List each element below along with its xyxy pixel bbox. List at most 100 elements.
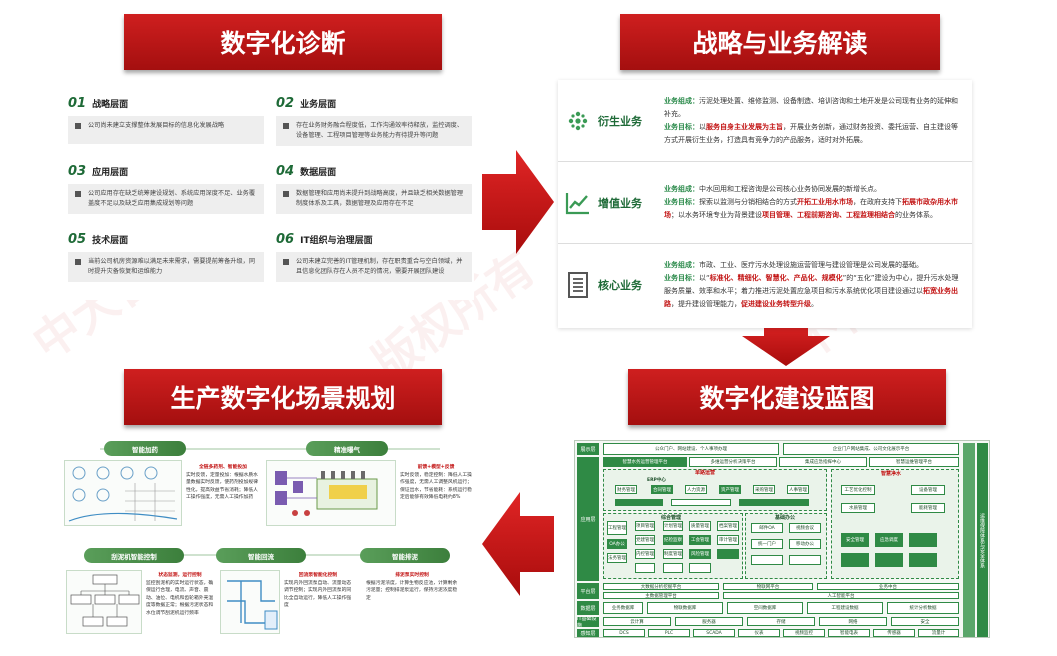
title-diagnosis: 数字化诊断: [124, 14, 442, 70]
strategy-highlight: 项目管理、工程前期咨询、工程监理相结合: [762, 211, 895, 219]
scenario-head: 精准曝气: [306, 441, 388, 456]
left-arrow-icon: [482, 492, 554, 596]
strategy-value: ；: [671, 211, 678, 219]
blueprint-right-band: 运维保障体系与安全体系: [977, 443, 988, 637]
strategy-label: 衍生业务: [598, 114, 642, 128]
blueprint-sense-cell: 智能电表: [828, 629, 870, 637]
strategy-highlight: 促进建设业务转型升级: [741, 300, 811, 308]
scenario-text: 状态监测，运行控制 监控刮泥机的实时运行状态，确保运行合理，电流、声音、震动、油…: [146, 572, 214, 617]
blueprint-base-cell: [789, 555, 821, 565]
blueprint-layer: 平台层: [577, 583, 599, 599]
blueprint-section: 集成应急指挥中心: [779, 457, 867, 467]
strategy-highlight: 拓宽业务出路: [664, 287, 958, 308]
blueprint-platform-row: 主数据管理平台: [603, 592, 719, 599]
strategy-row: 增值业务 业务组成：中水回用和工程咨询是公司核心业务协同发展的新增长点。 业务目…: [558, 162, 972, 244]
blueprint-section: 多维运营分析决策平台: [689, 457, 777, 467]
diagnosis-text: 数据管理和应用尚未提升到战略高度，并且缺乏相关数据管理制度体系及工具，数据管理及…: [276, 184, 472, 214]
strategy-label: 增值业务: [598, 196, 642, 210]
blueprint-mid-cell: 党建管理: [635, 535, 655, 545]
blueprint-layer: 感知层: [577, 629, 599, 637]
blueprint-mid-cell: 法务管理: [607, 553, 627, 563]
blueprint-mid-cell: 工会管理: [689, 535, 711, 545]
blueprint-mid-cell: 审计管理: [717, 535, 739, 545]
scenario-text-body: 实时反馈，稳定控制：降低人工操作强度，无需人工调整风机运行；保证出水，节省能耗：…: [400, 472, 472, 501]
blueprint-erp-title: 单路运营: [695, 470, 716, 476]
strategy-key: 业务目标：: [664, 198, 699, 206]
blueprint-mid-cell: 项目管理: [635, 521, 655, 531]
title-blueprint: 数字化建设蓝图: [628, 369, 946, 425]
strategy-row: 核心业务 业务组成：市政、工业、医疗污水处理设施运营管理与建设管理是公司发展的基…: [558, 244, 972, 326]
blueprint-data-cell: 空间数据库: [727, 602, 803, 614]
scenario-text-body: 根据污泥浓度，计算生物反应池，计算剩余污泥量；控制排泥泵运行，保持污泥浓度稳定: [366, 580, 458, 601]
blueprint-mid-cell: 计划管理: [663, 521, 683, 531]
blueprint-mid-cell: OA办公: [607, 539, 627, 549]
blueprint-mid-cell: [635, 563, 655, 573]
blueprint-smart-cell: 安全管理: [841, 533, 869, 547]
scenario-text-title: 回流泵智能化控制: [298, 573, 338, 578]
blueprint-layer: 数据层: [577, 601, 599, 615]
blueprint-layer: 应用层: [577, 457, 599, 581]
scenario-image-scraper: [66, 570, 142, 634]
strategy-text: 业务组成：污泥处理处置、维修监测、设备制造、培训咨询和土地开发是公司现有业务的延…: [664, 95, 972, 147]
blueprint-sense-cell: 流量计: [918, 629, 959, 637]
diagnosis-title: IT组织与治理层面: [300, 235, 373, 246]
blueprint-erp-bar: [615, 499, 663, 506]
blueprint-data-cell: 物联数据库: [647, 602, 723, 614]
scenario-text-body: 监控刮泥机的实时运行状态，确保运行合理，电流、声音、震动、油位、电机和齿轮箱外壳…: [146, 580, 214, 616]
blueprint-right-band-2: [963, 443, 975, 637]
scenario-text-title: 全链多药剂、智能投加: [199, 465, 247, 470]
scenario-text: 排泥泵实时控制 根据污泥浓度，计算生物反应池，计算剩余污泥量；控制排泥泵运行，保…: [366, 572, 458, 602]
growth-chart-icon: [558, 191, 598, 215]
blueprint-infra-cell: 安全: [891, 617, 959, 626]
scenario-head: 智能排泥: [360, 548, 450, 563]
scenario-text-body: 实时反馈，定量投加：根据水质水量数据实时反馈，使药剂投加规律性化，提高效益节省消…: [186, 472, 258, 501]
scenario-text: 回流泵智能化控制 实现内外回流泵自动、流量动态调节控制；实现内外回流泵的同比全自…: [284, 572, 352, 610]
blueprint-erp-label: ERP中心: [647, 478, 666, 483]
blueprint-sense-cell: 视频监控: [783, 629, 825, 637]
blueprint-infra-cell: 存储: [747, 617, 815, 626]
blueprint-smart-cell: 能耗管理: [911, 503, 945, 513]
strategy-value: 。: [811, 300, 818, 308]
blueprint-erp-cell: 合同管理: [651, 485, 673, 494]
blueprint-data-cell: 统计分析数据: [887, 602, 959, 614]
scenario-head: 刮泥机智能控制: [84, 548, 184, 563]
blueprint-platform-row: 物联网平台: [723, 583, 813, 590]
blueprint-infra-cell: 服务器: [675, 617, 743, 626]
strategy-value: 以: [699, 122, 706, 131]
strategy-text: 业务组成：市政、工业、医疗污水处理设施运营管理与建设管理是公司发展的基础。 业务…: [664, 259, 972, 311]
scenario-panel: 智能加药 精准曝气 全链多药剂、智能投加 实时反馈，定量投加：根据水质水量数据实…: [60, 436, 474, 646]
blueprint-portal: 企业门户网站集成、公司文化展示平台: [783, 443, 959, 455]
strategy-value: 以水务环境专业为背景建设: [678, 211, 762, 219]
blueprint-data-cell: 业务数据库: [603, 602, 643, 614]
blueprint-mid-cell: 档案管理: [717, 521, 739, 531]
diagnosis-title: 技术层面: [92, 235, 129, 246]
blueprint-panel: 展示层 应用层 平台层 数据层 IT基础设施 感知层 运维保障体系与安全体系 公…: [574, 440, 990, 638]
blueprint-erp-cell: 人事管理: [787, 485, 809, 494]
blueprint-mid-cell: [663, 563, 683, 573]
diagnosis-number: 05: [68, 231, 87, 247]
blueprint-platform-row: 人工智能平台: [723, 592, 959, 599]
blueprint-smart-cell: [875, 553, 903, 567]
right-arrow-icon: [482, 150, 554, 254]
blueprint-mid-cell: 风险管理: [689, 549, 711, 559]
title-scenario: 生产数字化场景规划: [124, 369, 442, 425]
blueprint-smart-cell: 应急调度: [875, 533, 903, 547]
strategy-value: 的业务体系。: [895, 211, 937, 219]
blueprint-data-cell: 工程建设数据: [807, 602, 883, 614]
blueprint-mid-cell: [689, 563, 711, 573]
blueprint-base-cell: 移动办公: [789, 539, 821, 549]
scenario-text: 全链多药剂、智能投加 实时反馈，定量投加：根据水质水量数据实时反馈，使药剂投加规…: [186, 464, 260, 502]
scenario-head: 智能加药: [104, 441, 186, 456]
blueprint-erp-bar: [739, 499, 809, 506]
scenario-text-title: 前馈+模型+反馈: [417, 465, 455, 470]
strategy-value: ，在政府支持下: [853, 198, 902, 206]
sprout-icon: [558, 108, 598, 134]
scenario-head: 智能回流: [216, 548, 306, 563]
strategy-value: 中水回用和工程咨询是公司核心业务协同发展的新增长点。: [699, 185, 881, 193]
blueprint-smart-title: 智慧净水: [881, 471, 902, 477]
